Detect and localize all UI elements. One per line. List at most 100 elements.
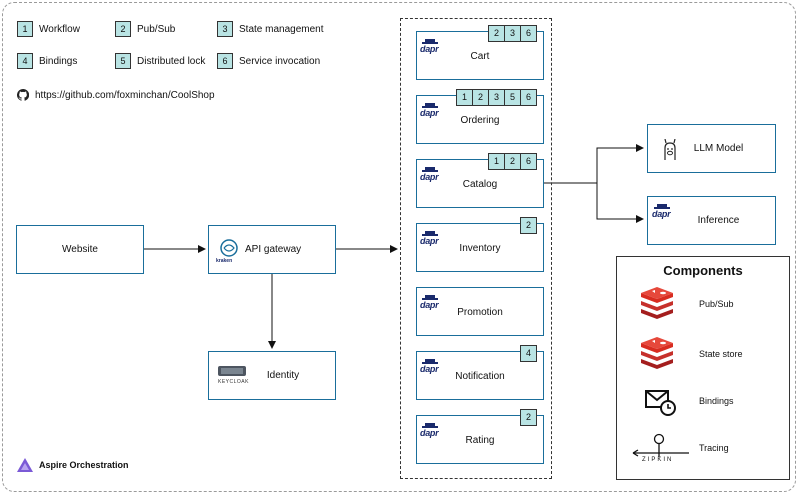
repo-link[interactable]: https://github.com/foxminchan/CoolShop [17,89,215,101]
legend-item-distributed-lock: 5 Distributed lock [115,53,205,69]
service-label: Catalog [462,179,498,190]
krakend-logo-icon [220,239,238,257]
building-block-tags: 2 [520,409,537,426]
legend-number: 4 [17,53,33,69]
dapr-icon: dapr [420,103,442,119]
legend-label: Distributed lock [137,55,206,67]
building-block-tag: 4 [520,345,537,362]
building-block-tag: 1 [456,89,473,106]
components-panel: Components Pub/Sub State store Bindings [616,256,790,480]
zipkin-icon [632,433,689,457]
component-label-tracing: Tracing [699,443,729,453]
service-label: Promotion [457,307,503,318]
dapr-icon: dapr [652,204,674,220]
dapr-icon: dapr [420,423,442,439]
building-block-tag: 6 [520,25,537,42]
building-block-tag: 1 [488,153,505,170]
dapr-icon: dapr [420,167,442,183]
building-block-tag: 2 [504,153,521,170]
website-label: Website [62,244,98,255]
service-label: Notification [455,371,505,382]
zipkin-wordmark: ZIPKIN [642,457,674,463]
api-gateway-node: kraken API gateway [208,225,336,274]
building-block-tag: 5 [504,89,521,106]
arrow-catalog-to-inference [596,183,644,223]
dapr-wordmark: dapr [420,108,439,118]
legend-number: 1 [17,21,33,37]
building-block-tag: 2 [520,409,537,426]
service-label: Inventory [459,243,501,254]
repo-url[interactable]: https://github.com/foxminchan/CoolShop [35,89,215,101]
dapr-icon: dapr [420,231,442,247]
legend-number: 2 [115,21,131,37]
component-label-state-store: State store [699,349,743,359]
service-label: Cart [470,51,490,62]
arrow-catalog-to-llm [544,144,644,184]
building-block-tag: 2 [488,25,505,42]
dapr-wordmark: dapr [420,236,439,246]
aspire-logo-icon [17,458,33,472]
dapr-wordmark: dapr [420,300,439,310]
redis-icon [641,287,673,319]
dapr-icon: dapr [420,359,442,375]
llm-model-label: LLM Model [693,143,744,154]
components-title: Components [663,263,743,278]
legend-label: Bindings [39,55,78,67]
building-block-tag: 2 [520,217,537,234]
dapr-wordmark: dapr [420,364,439,374]
dapr-icon: dapr [420,295,442,311]
building-block-tag: 6 [520,89,537,106]
identity-node: KEYCLOAK Identity [208,351,336,400]
legend-item-state-management: 3 State management [217,21,324,37]
building-block-tag: 3 [488,89,505,106]
dapr-wordmark: dapr [652,209,671,219]
building-block-tag: 2 [472,89,489,106]
redis-icon [641,337,673,369]
dapr-wordmark: dapr [420,172,439,182]
inference-label: Inference [697,215,740,226]
keycloak-logo-icon [218,366,246,376]
dapr-wordmark: dapr [420,428,439,438]
component-label-pubsub: Pub/Sub [699,299,734,309]
building-block-tag: 6 [520,153,537,170]
krakend-wordmark: kraken [216,258,233,264]
legend-item-pubsub: 2 Pub/Sub [115,21,175,37]
building-block-tags: 2 [520,217,537,234]
building-block-tag: 3 [504,25,521,42]
legend-item-bindings: 4 Bindings [17,53,77,69]
inference-node: dapr Inference [647,196,776,245]
aspire-orchestration: Aspire Orchestration [17,458,129,472]
dapr-wordmark: dapr [420,44,439,54]
aspire-label: Aspire Orchestration [39,460,129,470]
service-label: Rating [465,435,495,446]
api-gateway-label: API gateway [245,244,302,255]
legend-label: Service invocation [239,55,321,67]
website-node: Website [16,225,144,274]
building-block-tags: 4 [520,345,537,362]
legend-item-service-invocation: 6 Service invocation [217,53,320,69]
github-icon [17,89,29,101]
identity-label: Identity [266,370,300,381]
llm-model-node: LLM Model [647,124,776,173]
legend-label: State management [239,23,324,35]
legend-label: Workflow [39,23,80,35]
services-group [400,18,552,479]
legend-number: 6 [217,53,233,69]
component-label-bindings: Bindings [699,396,734,406]
service-label: Ordering [460,115,500,126]
legend-item-workflow: 1 Workflow [17,21,80,37]
legend-number: 5 [115,53,131,69]
keycloak-wordmark: KEYCLOAK [218,379,249,385]
